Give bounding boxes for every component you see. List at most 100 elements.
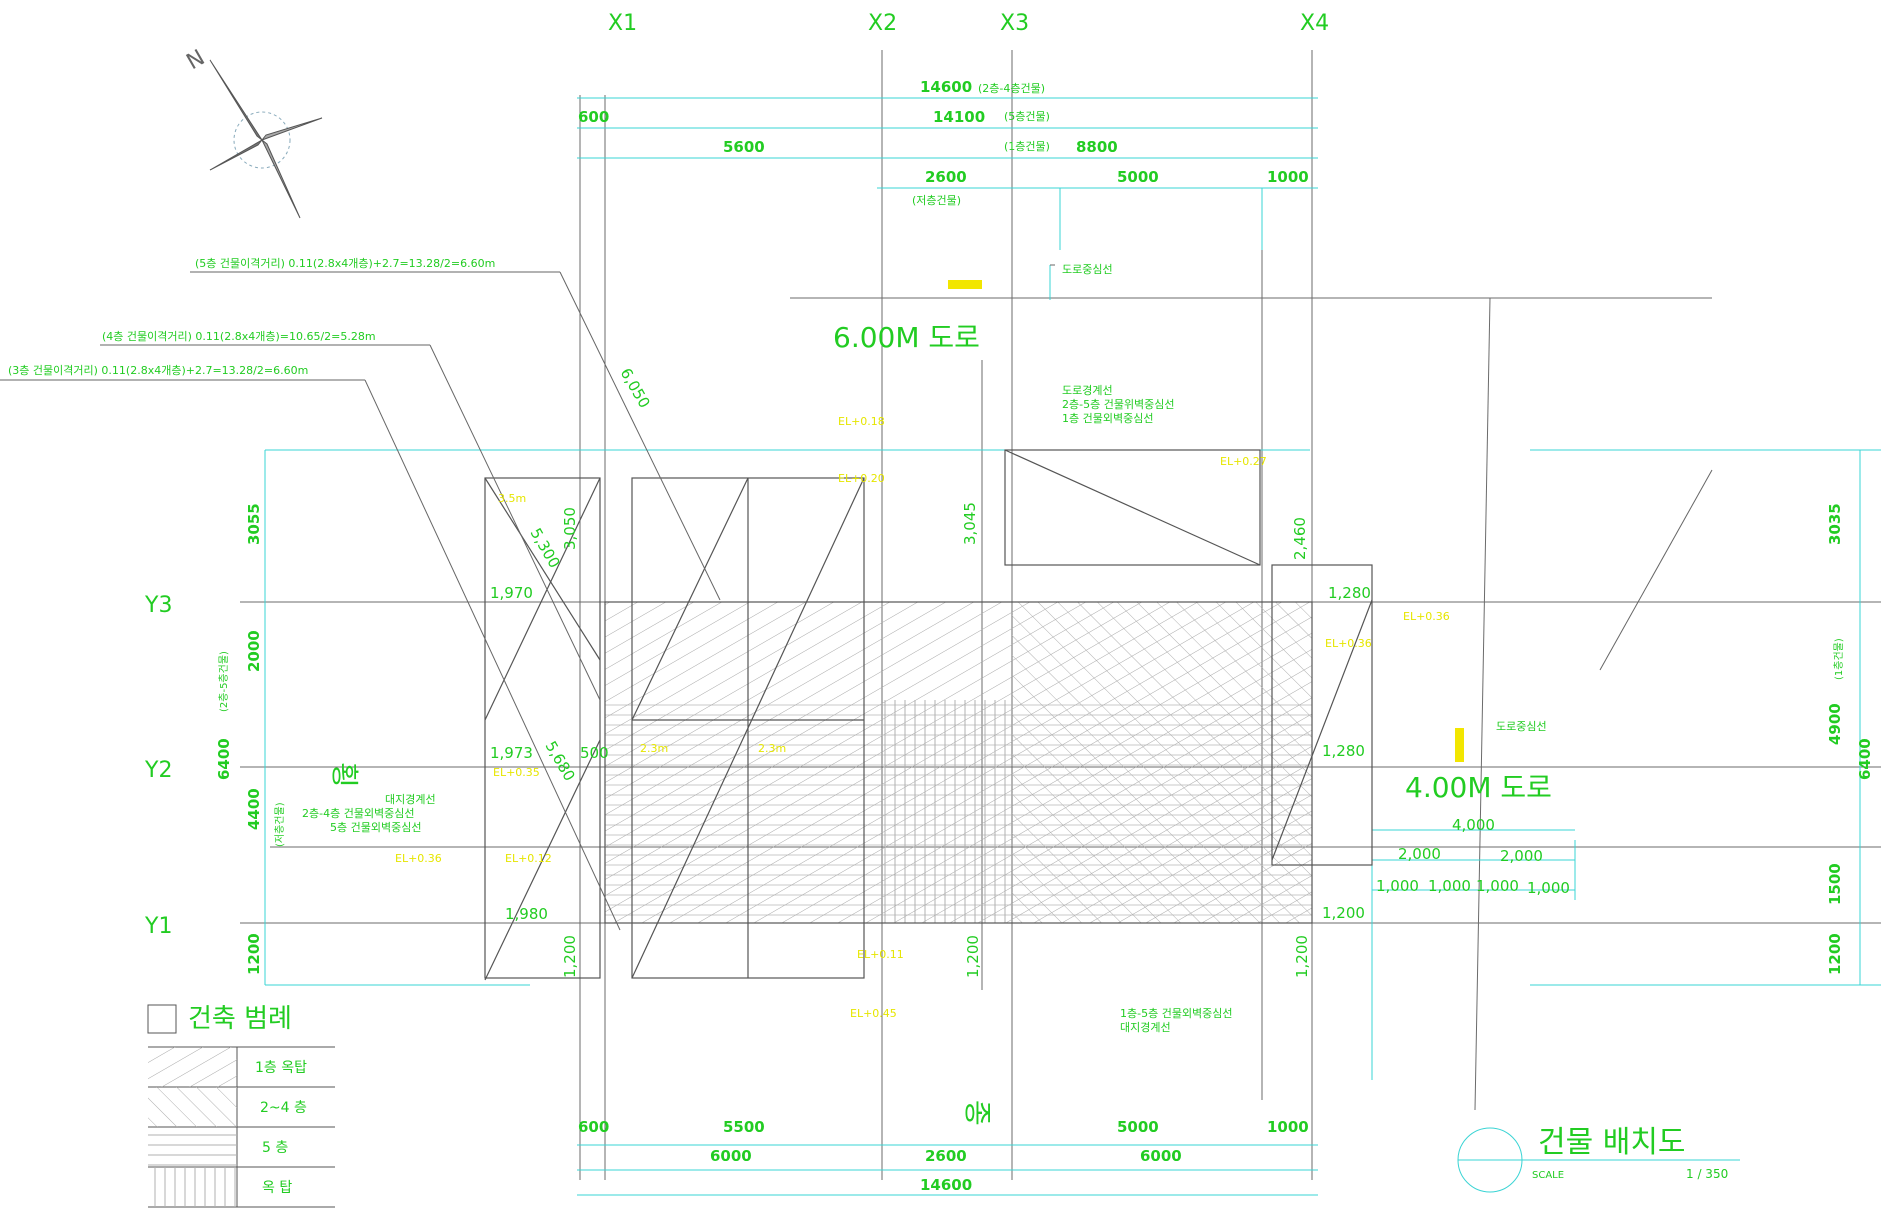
svg-text:대지경계선: 대지경계선 [385, 793, 436, 806]
svg-text:(3층 건물이격거리) 0.11(2.8x4개층)+2.7=: (3층 건물이격거리) 0.11(2.8x4개층)+2.7=13.28/2=6.… [8, 364, 308, 377]
drawing-title: 건물 배치도 [1538, 1125, 1686, 1160]
svg-text:1,280: 1,280 [1328, 584, 1371, 602]
legend-swatch-3 [148, 1127, 237, 1167]
left-dimensions: 3055 2000 4400 1200 6400 (2층-5층건물) (저층건물… [215, 503, 286, 975]
svg-text:5000: 5000 [1117, 168, 1159, 186]
svg-text:5600: 5600 [723, 138, 765, 156]
grid-label-y1: Y1 [144, 914, 172, 939]
svg-text:1,980: 1,980 [505, 905, 548, 923]
svg-text:(5층 건물이격거리) 0.11(2.8x4개층)+2.7=: (5층 건물이격거리) 0.11(2.8x4개층)+2.7=13.28/2=6.… [195, 257, 495, 270]
svg-text:(4층 건물이격거리) 0.11(2.8x4개층)=10.6: (4층 건물이격거리) 0.11(2.8x4개층)=10.65/2=5.28m [102, 330, 376, 343]
svg-text:3,050: 3,050 [561, 507, 579, 550]
top-dimensions: 14600 (2층-4층건물) 600 14100 (5층건물) 5600 (1… [578, 78, 1309, 207]
svg-text:(1층건물): (1층건물) [1004, 140, 1050, 153]
svg-text:2층-5층 건물위벽중심선: 2층-5층 건물위벽중심선 [1062, 398, 1175, 411]
svg-text:1,200: 1,200 [1293, 935, 1311, 978]
svg-text:1,973: 1,973 [490, 744, 533, 762]
horizontal-mark: 횡 [328, 762, 361, 788]
road-labels: 6.00M 도로 4.00M 도로 [833, 321, 1552, 804]
svg-text:EL+0.36: EL+0.36 [395, 852, 442, 865]
svg-text:3035: 3035 [1826, 503, 1844, 545]
legend-title-box [147, 1004, 177, 1034]
svg-text:EL+0.11: EL+0.11 [857, 948, 904, 961]
svg-text:600: 600 [578, 1118, 609, 1136]
svg-text:4,000: 4,000 [1452, 816, 1495, 834]
legend-swatch-4 [148, 1167, 237, 1207]
svg-text:600: 600 [578, 108, 609, 126]
svg-text:14600: 14600 [920, 78, 972, 96]
svg-text:3.5m: 3.5m [498, 492, 526, 505]
svg-text:1,280: 1,280 [1322, 742, 1365, 760]
svg-text:1,200: 1,200 [964, 935, 982, 978]
svg-text:5000: 5000 [1117, 1118, 1159, 1136]
svg-text:EL+0.36: EL+0.36 [1325, 637, 1372, 650]
building-hatching [605, 602, 1312, 923]
svg-text:1500: 1500 [1826, 863, 1844, 905]
svg-text:6000: 6000 [1140, 1147, 1182, 1165]
svg-text:6000: 6000 [710, 1147, 752, 1165]
svg-text:2,460: 2,460 [1291, 517, 1309, 560]
svg-text:4900: 4900 [1826, 703, 1844, 745]
svg-text:4400: 4400 [245, 788, 263, 830]
svg-text:1200: 1200 [245, 933, 263, 975]
svg-text:도로경계선: 도로경계선 [1062, 384, 1113, 397]
road-top-label: 6.00M 도로 [833, 321, 980, 354]
scale-label: SCALE [1532, 1170, 1564, 1181]
svg-text:(1층건물): (1층건물) [1833, 638, 1845, 680]
svg-text:(저층건물): (저층건물) [912, 194, 961, 207]
legend-row-1: 1층 옥탑 [255, 1060, 307, 1076]
svg-text:EL+0.36: EL+0.36 [1403, 610, 1450, 623]
grid-label-x3: X3 [1000, 11, 1029, 36]
svg-text:2.3m: 2.3m [758, 742, 786, 755]
svg-text:2600: 2600 [925, 168, 967, 186]
svg-text:14100: 14100 [933, 108, 985, 126]
grid-label-x2: X2 [868, 11, 897, 36]
svg-text:5500: 5500 [723, 1118, 765, 1136]
svg-text:2600: 2600 [925, 1147, 967, 1165]
right-dimensions: 3035 4900 1500 1200 6400 (1층건물) [1826, 503, 1874, 975]
svg-text:EL+0.12: EL+0.12 [505, 852, 552, 865]
road-center-mark-top [948, 280, 982, 289]
grid-label-x4: X4 [1300, 11, 1329, 36]
legend: 건축 범례 1층 옥탑 2~4 층 5 층 옥 탑 [147, 1004, 335, 1208]
svg-text:14600: 14600 [920, 1176, 972, 1194]
svg-text:EL+0.45: EL+0.45 [850, 1007, 897, 1020]
legend-swatch-1 [148, 1047, 237, 1087]
svg-text:2층-4층 건물외벽중심선: 2층-4층 건물외벽중심선 [302, 807, 415, 820]
annotations: (5층 건물이격거리) 0.11(2.8x4개층)+2.7=13.28/2=6.… [8, 257, 1547, 1034]
svg-text:2,000: 2,000 [1500, 847, 1543, 865]
grid-label-y2: Y2 [144, 758, 172, 783]
svg-text:2000: 2000 [245, 630, 263, 672]
svg-text:EL+0.18: EL+0.18 [838, 415, 885, 428]
level-marks: EL+0.18 EL+0.20 EL+0.27 EL+0.36 EL+0.36 … [395, 415, 1450, 1020]
svg-text:도로중심선: 도로중심선 [1062, 263, 1113, 276]
svg-text:2,000: 2,000 [1398, 845, 1441, 863]
svg-text:1,000: 1,000 [1476, 877, 1519, 895]
svg-text:(5층건물): (5층건물) [1004, 110, 1050, 123]
svg-text:6400: 6400 [215, 738, 233, 780]
svg-text:8800: 8800 [1076, 138, 1118, 156]
legend-title: 건축 범례 [188, 1004, 292, 1034]
svg-text:1000: 1000 [1267, 168, 1309, 186]
svg-text:5층 건물외벽중심선: 5층 건물외벽중심선 [330, 821, 421, 834]
orientation-marks: 횡 종 [328, 762, 994, 1126]
svg-text:1200: 1200 [1826, 933, 1844, 975]
svg-text:1,000: 1,000 [1527, 879, 1570, 897]
legend-row-3: 5 층 [262, 1140, 288, 1156]
svg-text:500: 500 [580, 744, 609, 762]
grid-label-x1: X1 [608, 11, 637, 36]
svg-text:1,970: 1,970 [490, 584, 533, 602]
vertical-mark: 종 [961, 1100, 994, 1126]
legend-row-2: 2~4 층 [260, 1100, 307, 1116]
svg-text:(저층건물): (저층건물) [274, 802, 286, 847]
svg-text:6,050: 6,050 [617, 365, 654, 411]
svg-text:1층-5층 건물외벽중심선: 1층-5층 건물외벽중심선 [1120, 1007, 1233, 1020]
svg-text:도로중심선: 도로중심선 [1496, 720, 1547, 733]
svg-text:3,045: 3,045 [961, 502, 979, 545]
north-arrow-icon: N [183, 45, 323, 219]
svg-text:EL+0.27: EL+0.27 [1220, 455, 1267, 468]
bottom-dimensions: 600 5500 5000 1000 6000 2600 6000 14600 [578, 1118, 1309, 1194]
svg-text:6400: 6400 [1856, 738, 1874, 780]
svg-text:1,200: 1,200 [1322, 904, 1365, 922]
